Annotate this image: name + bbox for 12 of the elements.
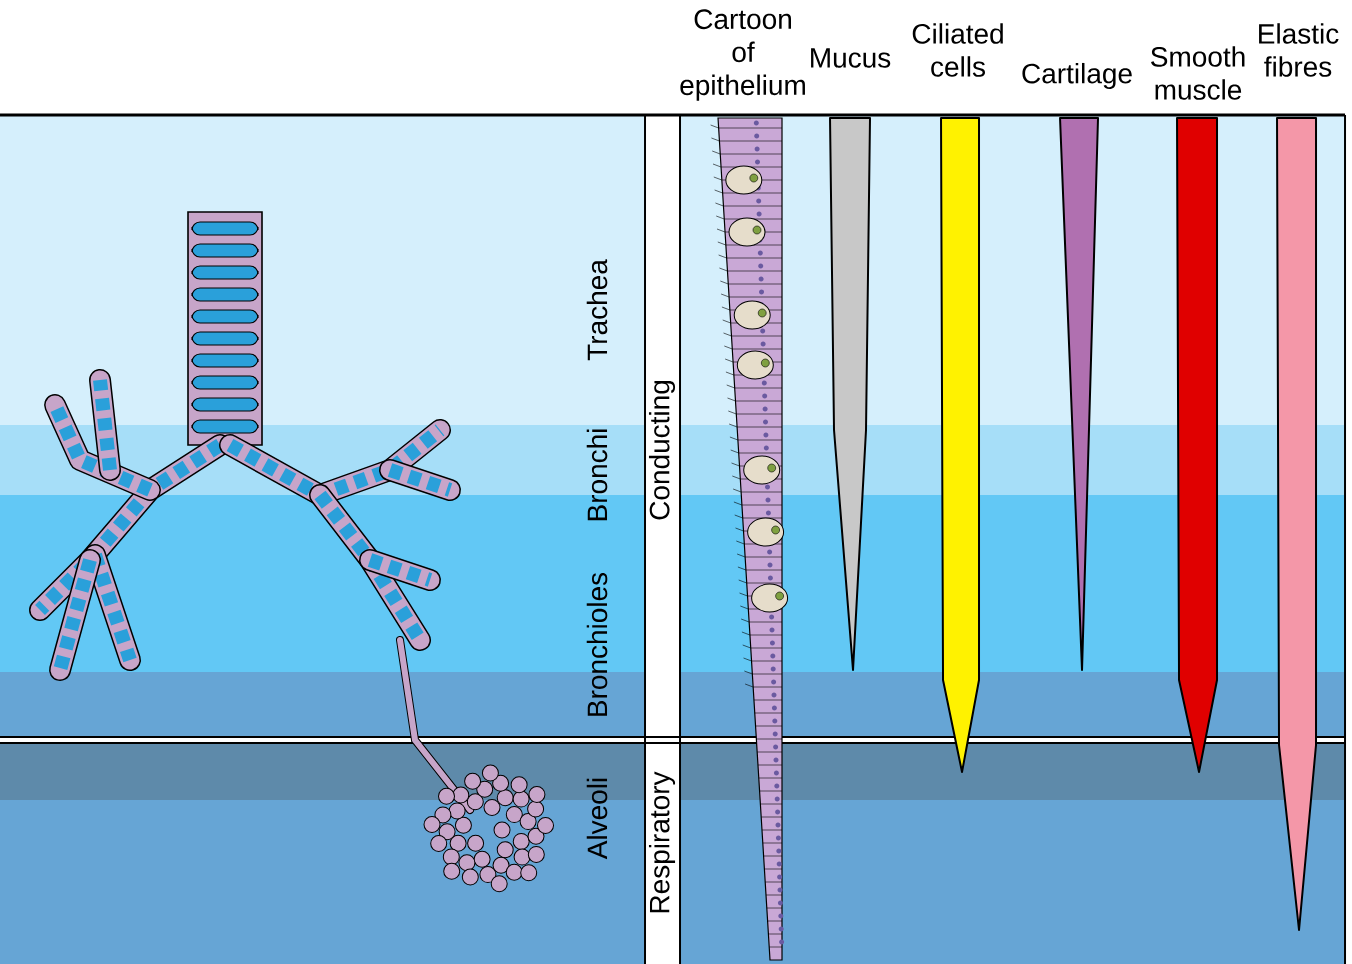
region-label: Conducting (648, 381, 676, 520)
zone-label: Bronchi (586, 429, 608, 521)
column-heading: Cartoon of epithelium (680, 9, 805, 101)
column-heading: Mucus (811, 48, 891, 68)
column-heading: Elastic fibres (1259, 23, 1339, 77)
zone-label: Alveoli (586, 778, 608, 860)
column-heading: Ciliated cells (912, 23, 1003, 77)
zone-label: Bronchioles (586, 572, 608, 716)
column-heading: Smooth muscle (1151, 46, 1245, 100)
zone-label: Trachea (586, 259, 608, 361)
region-label: Respiratory (648, 771, 676, 913)
column-heading: Cartilage (1022, 62, 1132, 90)
